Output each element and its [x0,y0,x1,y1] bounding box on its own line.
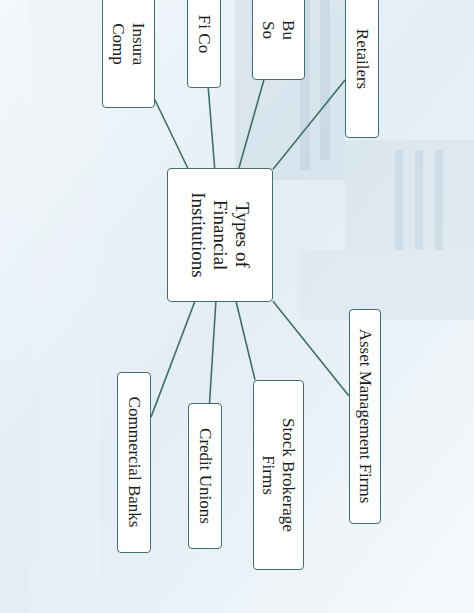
box-label: Stock Brokerage Firms [258,400,297,550]
box-label: Commercial Banks [124,397,144,528]
category-box: Bu So [252,0,305,80]
connector-line [273,80,345,169]
category-box: Insura Comp [102,0,155,108]
box-label: Types of Financial Institutions [187,185,253,285]
connector-line [236,302,255,380]
box-label: Retailers [352,29,372,89]
category-box: Retailers [345,0,379,138]
connector-line [239,80,264,168]
box-label: Credit Unions [195,428,215,524]
connector-line [208,88,214,168]
category-box: Credit Unions [188,403,222,549]
box-label: Insura Comp [108,13,147,75]
category-box: Stock Brokerage Firms [253,380,304,570]
category-box: Asset Management Firms [349,309,381,524]
connector-line [151,302,195,417]
box-label: Fi Co [194,15,214,53]
box-label: Bu So [258,10,297,50]
category-box: Commercial Banks [117,372,151,553]
box-label: Asset Management Firms [355,329,375,504]
central-box: Types of Financial Institutions [167,168,273,302]
category-box: Fi Co [187,0,221,88]
connector-line [155,99,188,168]
connector-line [210,302,216,403]
